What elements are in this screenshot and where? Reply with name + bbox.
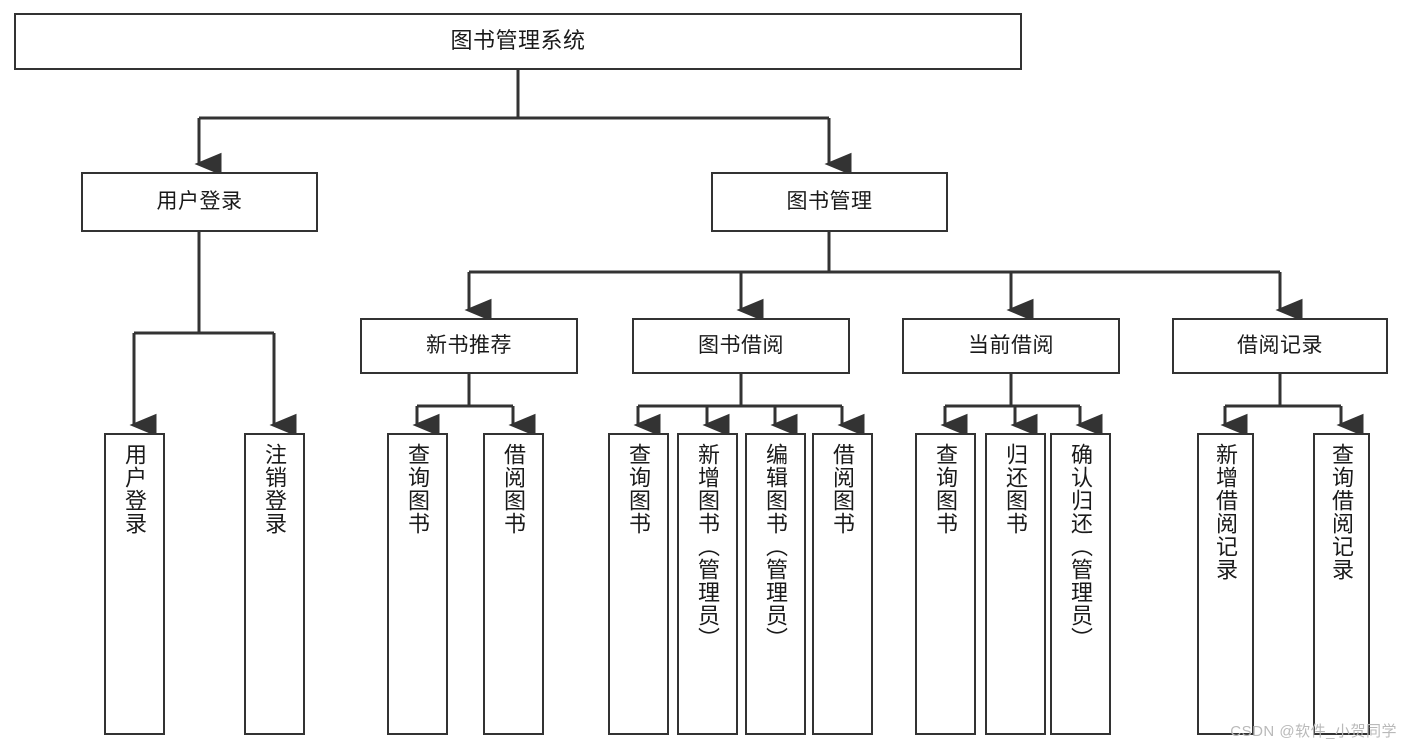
node-user-login-leaf-label: 用户登录 [122,443,148,535]
node-query-borrow-record-label: 查询借阅记录 [1329,443,1355,581]
node-user-login[interactable]: 用户登录 [81,172,318,232]
node-new-book-recommend[interactable]: 新书推荐 [360,318,578,374]
node-root[interactable]: 图书管理系统 [14,13,1022,70]
node-borrow-book-rec[interactable]: 借阅图书 [483,433,544,735]
watermark: CSDN @软件_小贺同学 [1230,723,1397,740]
node-edit-book-admin[interactable]: 编辑图书（管理员） [745,433,806,735]
node-borrow-record-label: 借阅记录 [1237,334,1323,358]
node-query-borrow-record[interactable]: 查询借阅记录 [1313,433,1370,735]
node-return-book-label: 归还图书 [1003,443,1029,535]
node-query-book-current-label: 查询图书 [933,443,959,535]
node-user-login-label: 用户登录 [156,190,243,214]
node-add-borrow-record-label: 新增借阅记录 [1213,443,1239,581]
node-query-book-borrow-label: 查询图书 [626,443,652,535]
node-return-book[interactable]: 归还图书 [985,433,1046,735]
node-current-borrow-label: 当前借阅 [968,334,1054,358]
node-logout-leaf[interactable]: 注销登录 [244,433,305,735]
node-query-book-rec[interactable]: 查询图书 [387,433,448,735]
node-new-book-recommend-label: 新书推荐 [426,334,512,358]
node-borrow-record[interactable]: 借阅记录 [1172,318,1388,374]
node-root-label: 图书管理系统 [450,28,586,54]
node-book-management-label: 图书管理 [786,190,873,214]
node-confirm-return-admin-label: 确认归还（管理员） [1068,443,1094,650]
node-borrow-book[interactable]: 借阅图书 [812,433,873,735]
node-book-borrow-label: 图书借阅 [698,334,784,358]
node-current-borrow[interactable]: 当前借阅 [902,318,1120,374]
node-add-book-admin[interactable]: 新增图书（管理员） [677,433,738,735]
node-book-management[interactable]: 图书管理 [711,172,948,232]
node-logout-leaf-label: 注销登录 [262,443,288,535]
node-borrow-book-label: 借阅图书 [830,443,856,535]
node-query-book-current[interactable]: 查询图书 [915,433,976,735]
node-user-login-leaf[interactable]: 用户登录 [104,433,165,735]
node-borrow-book-rec-label: 借阅图书 [501,443,527,535]
node-query-book-rec-label: 查询图书 [405,443,431,535]
node-edit-book-admin-label: 编辑图书（管理员） [763,443,789,650]
node-query-book-borrow[interactable]: 查询图书 [608,433,669,735]
node-confirm-return-admin[interactable]: 确认归还（管理员） [1050,433,1111,735]
node-add-book-admin-label: 新增图书（管理员） [695,443,721,650]
node-add-borrow-record[interactable]: 新增借阅记录 [1197,433,1254,735]
node-book-borrow[interactable]: 图书借阅 [632,318,850,374]
